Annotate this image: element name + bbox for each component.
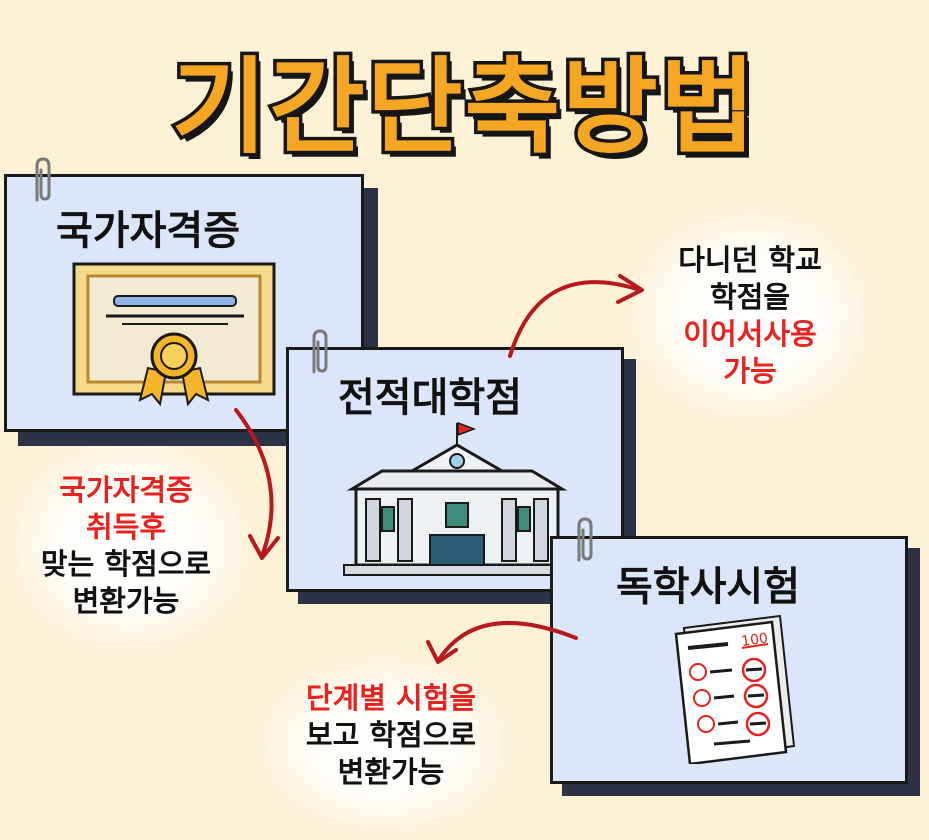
- glow-exam-note: [250, 650, 520, 840]
- arrow-exam-head-icon: [426, 640, 458, 664]
- paperclip-icon: [577, 517, 593, 562]
- note-certificate-line1: 국가자격증: [59, 473, 193, 507]
- arrow-transfer-icon: [508, 280, 642, 358]
- note-transfer-line4: 가능: [723, 354, 777, 388]
- note-transfer-line3: 이어서사용: [683, 317, 817, 351]
- exam-paper-icon: 100: [674, 614, 796, 764]
- note-certificate-line3: 맞는 학점으로: [40, 547, 212, 581]
- arrow-certificate-head-icon: [248, 534, 280, 560]
- note-transfer-line1: 다니던 학교: [678, 243, 822, 277]
- card-certificate-label: 국가자격증: [56, 208, 240, 254]
- glow-certificate-note: [0, 430, 260, 660]
- page-title: 기간단축방법: [168, 43, 759, 172]
- arrow-exam-icon: [438, 620, 578, 660]
- note-certificate: 국가자격증 취득후 맞는 학점으로 변환가능: [0, 472, 252, 620]
- note-exam-line3: 변환가능: [337, 755, 445, 789]
- card-exam: 독학사시험 100: [550, 536, 920, 796]
- card-exam-label: 독학사시험: [616, 564, 800, 610]
- note-transfer: 다니던 학교 학점을 이어서사용 가능: [630, 242, 870, 390]
- note-exam: 단계별 시험을 보고 학점으로 변환가능: [266, 680, 516, 791]
- paperclip-icon: [312, 329, 328, 374]
- paperclip-icon: [35, 157, 51, 202]
- arrow-certificate-icon: [234, 408, 274, 558]
- note-transfer-line2: 학점을: [709, 280, 791, 314]
- certificate-icon: [72, 262, 276, 407]
- note-certificate-line4: 변환가능: [72, 584, 180, 618]
- glow-transfer-note: [620, 200, 880, 430]
- note-exam-line2: 보고 학점으로: [305, 718, 477, 752]
- note-certificate-line2: 취득후: [85, 510, 167, 544]
- card-certificate: 국가자격증: [4, 174, 378, 446]
- arrow-transfer-head-icon: [616, 274, 644, 304]
- card-transfer-label: 전적대학점: [338, 375, 522, 421]
- note-exam-line1: 단계별 시험을: [305, 681, 477, 715]
- university-building-icon: [343, 421, 571, 576]
